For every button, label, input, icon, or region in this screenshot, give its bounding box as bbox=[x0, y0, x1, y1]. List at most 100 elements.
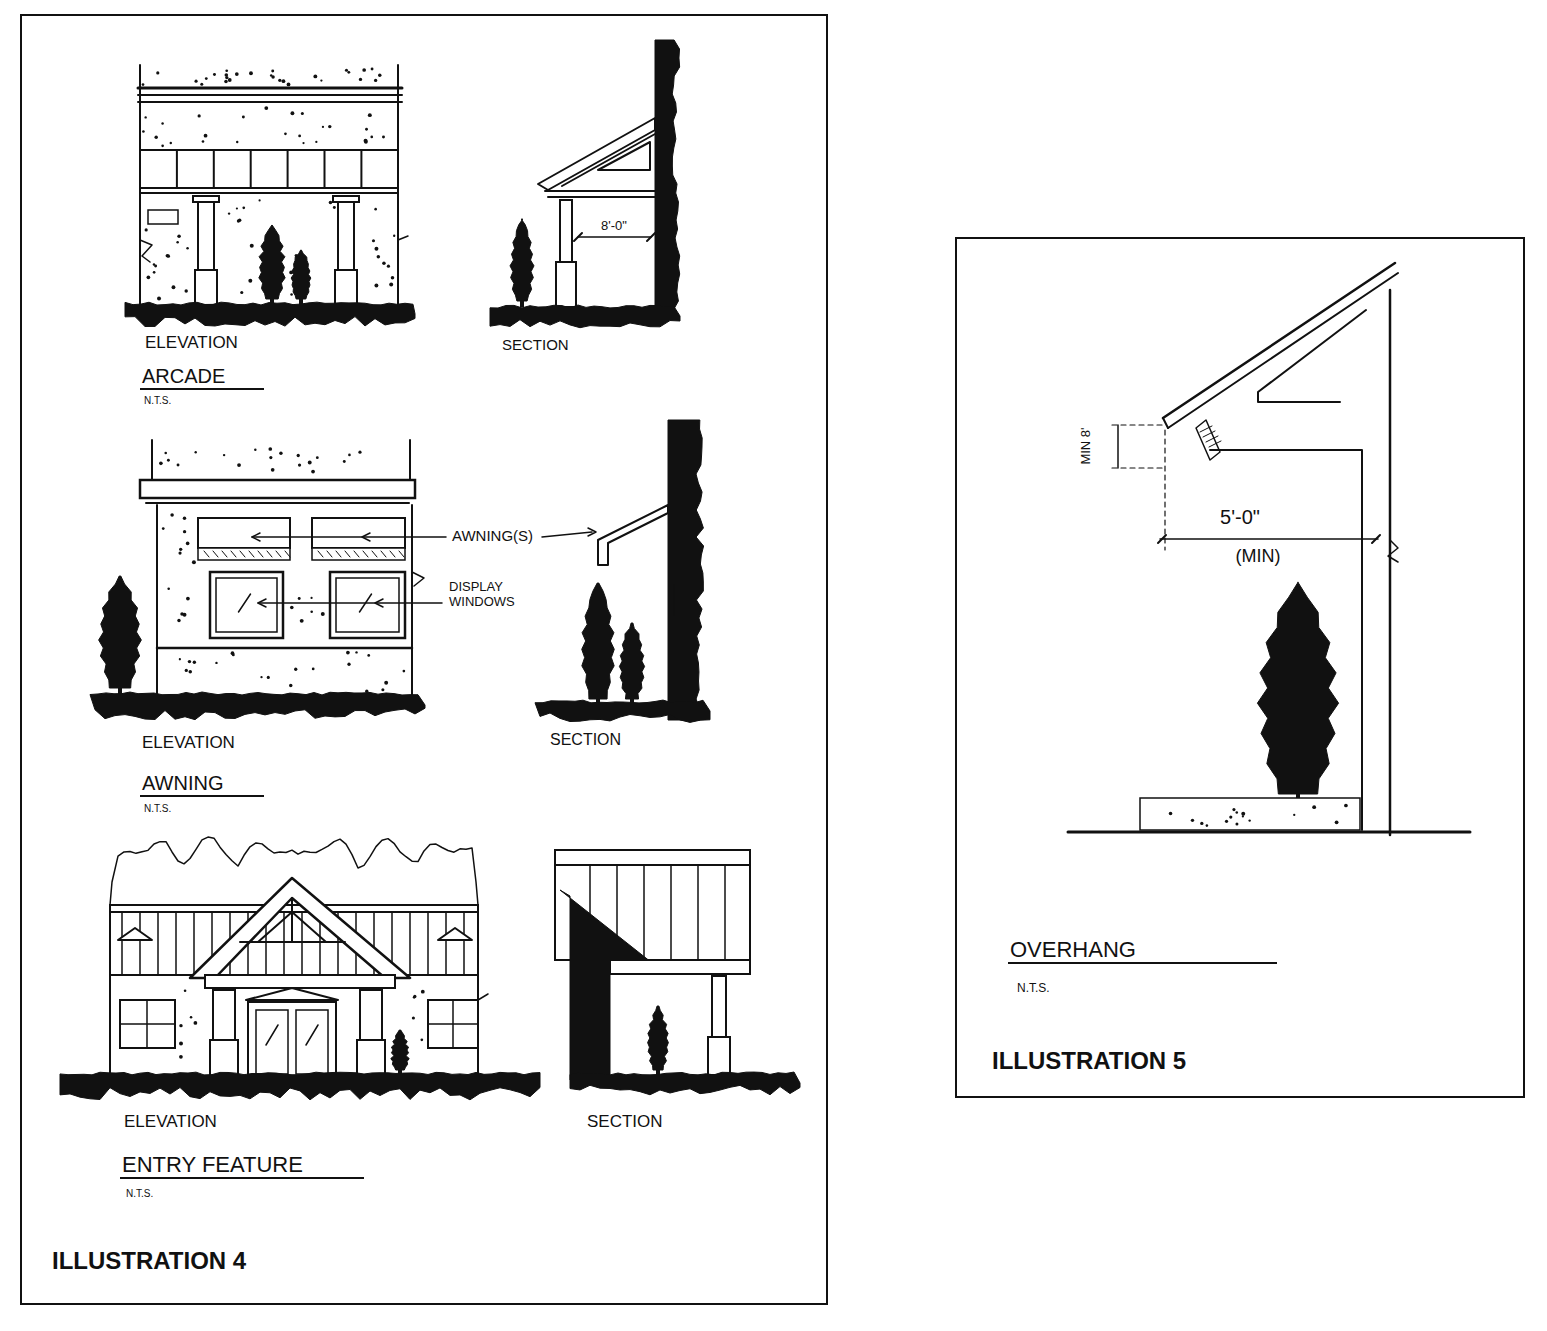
tree-silhouette bbox=[259, 225, 285, 299]
stucco-dot bbox=[167, 255, 170, 258]
stucco-dot bbox=[358, 451, 361, 454]
stucco-dot bbox=[1293, 814, 1295, 816]
stucco-dot bbox=[384, 681, 388, 685]
tree-trunk bbox=[520, 299, 524, 307]
extension-line bbox=[1112, 424, 1165, 425]
stucco-dot bbox=[322, 126, 324, 128]
stucco-dot bbox=[192, 560, 196, 564]
illustration-panel: ILLUSTRATION 5 bbox=[955, 237, 1525, 1098]
stucco-dot bbox=[184, 989, 187, 992]
stucco-dot bbox=[328, 125, 331, 128]
stucco-dot bbox=[183, 516, 186, 519]
exterior-wall bbox=[1389, 290, 1392, 835]
door-pediment bbox=[246, 988, 338, 1000]
roof-line bbox=[1168, 273, 1398, 428]
door-leaf bbox=[296, 1010, 328, 1074]
stucco-dot bbox=[145, 228, 148, 231]
stucco-dot bbox=[1206, 824, 1209, 827]
stucco-dot bbox=[194, 451, 196, 453]
stucco-dot bbox=[278, 79, 281, 82]
column-shaft bbox=[712, 976, 726, 1037]
glass-glint bbox=[239, 594, 251, 612]
stucco-dot bbox=[249, 71, 253, 75]
standing-seam bbox=[175, 912, 177, 975]
stucco-dot bbox=[271, 468, 275, 472]
column-base bbox=[335, 270, 357, 305]
stucco-dot bbox=[235, 72, 239, 76]
roof-cap bbox=[555, 850, 750, 865]
scale-note: N.T.S. bbox=[142, 395, 173, 407]
stucco-dot bbox=[290, 293, 293, 296]
stucco-dot bbox=[359, 78, 362, 81]
valance-mark bbox=[381, 551, 386, 557]
tree-silhouette bbox=[291, 250, 311, 299]
ground-hatch bbox=[90, 692, 425, 720]
stucco-dot bbox=[156, 71, 159, 74]
sidewalk-slab bbox=[1140, 798, 1360, 830]
sketch-line bbox=[156, 505, 158, 697]
entry-beam bbox=[610, 960, 750, 974]
stucco-dot bbox=[161, 122, 163, 124]
gable-brace bbox=[258, 912, 326, 942]
window-mullion bbox=[213, 150, 215, 188]
valance-mark bbox=[258, 551, 263, 557]
sketch-line bbox=[409, 440, 411, 480]
stucco-dot bbox=[190, 1016, 193, 1019]
roof-band bbox=[110, 905, 478, 975]
stucco-dot bbox=[343, 460, 346, 463]
valance-mark bbox=[327, 551, 332, 557]
stucco-dot bbox=[258, 199, 260, 201]
base-course bbox=[157, 647, 412, 650]
sign-plate bbox=[148, 210, 178, 224]
stucco-dot bbox=[166, 254, 170, 258]
sketch-line bbox=[151, 440, 153, 480]
dimension-tick bbox=[1158, 535, 1166, 543]
stucco-dot bbox=[179, 658, 181, 660]
ground-hatch bbox=[535, 700, 710, 722]
rafter-hatch bbox=[1209, 441, 1221, 447]
tree-silhouette bbox=[391, 1030, 409, 1070]
stucco-dot bbox=[170, 142, 172, 144]
stucco-dot bbox=[387, 265, 390, 268]
stucco-dot bbox=[1335, 820, 1339, 824]
standing-seam bbox=[121, 912, 123, 975]
stucco-dot bbox=[154, 136, 157, 139]
stucco-dot bbox=[176, 241, 179, 244]
stucco-dot bbox=[313, 74, 317, 78]
stucco-dot bbox=[271, 70, 274, 73]
stucco-dot bbox=[242, 115, 245, 118]
stucco-dot bbox=[204, 134, 208, 138]
sketch-line bbox=[545, 190, 655, 192]
dimension-label: (MIN) bbox=[1234, 546, 1283, 567]
stucco-dot bbox=[178, 551, 181, 554]
window-band bbox=[140, 150, 398, 188]
stucco-dot bbox=[193, 661, 196, 664]
tree-trunk bbox=[118, 686, 122, 694]
stucco-dot bbox=[189, 670, 193, 674]
valance-mark bbox=[231, 551, 236, 557]
king-post bbox=[291, 898, 293, 942]
leader-line bbox=[258, 602, 442, 604]
tree-silhouette bbox=[99, 576, 142, 688]
dimension-tick bbox=[1372, 535, 1380, 543]
valance-mark bbox=[204, 551, 209, 557]
stucco-dot bbox=[420, 1039, 423, 1042]
stucco-dot bbox=[413, 995, 416, 998]
window bbox=[428, 1000, 478, 1048]
grade-line bbox=[1068, 831, 1470, 834]
stucco-dot bbox=[347, 663, 350, 666]
stucco-dot bbox=[1248, 819, 1250, 821]
stucco-dot bbox=[271, 75, 274, 78]
view-label: ELEVATION bbox=[143, 333, 240, 353]
display-window bbox=[210, 572, 283, 638]
standing-seam bbox=[193, 912, 195, 975]
rafter-hatch bbox=[1203, 431, 1215, 437]
stucco-dot bbox=[412, 1016, 415, 1019]
stucco-dot bbox=[164, 452, 167, 455]
stucco-dot bbox=[381, 688, 384, 691]
stucco-dot bbox=[310, 610, 313, 613]
stucco-dot bbox=[316, 456, 319, 459]
stucco-dot bbox=[403, 670, 406, 673]
sketch-line bbox=[138, 87, 402, 90]
